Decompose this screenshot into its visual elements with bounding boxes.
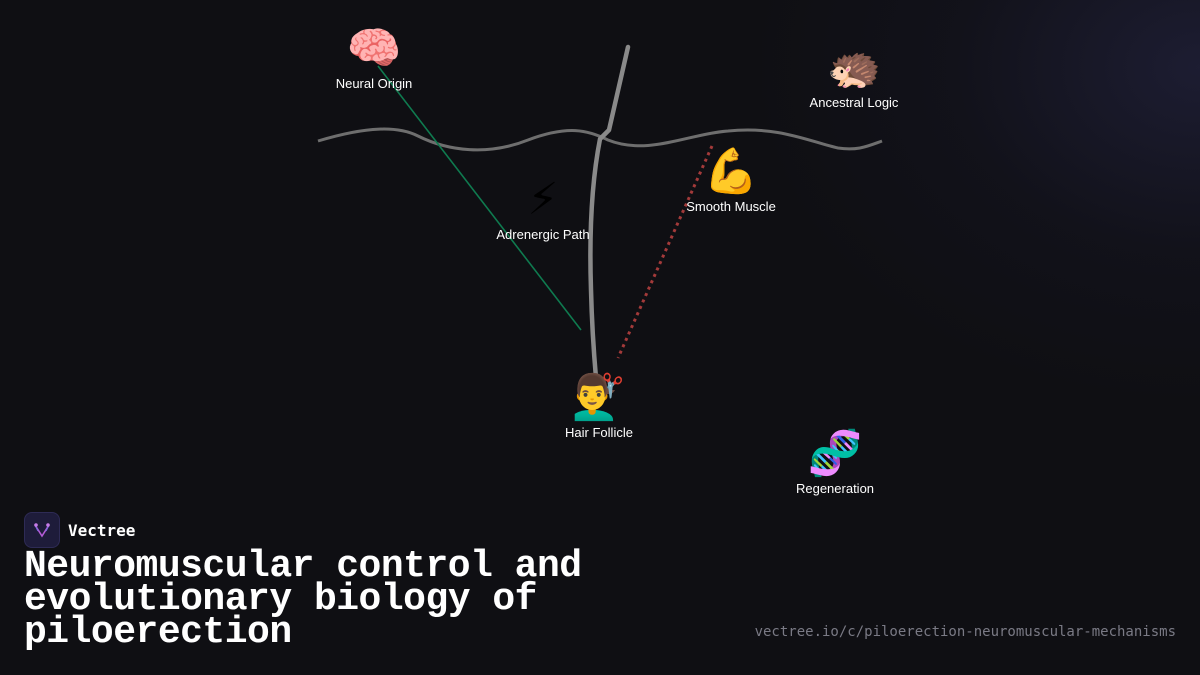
node-label: Neural Origin bbox=[335, 76, 413, 91]
source-url[interactable]: vectree.io/c/piloerection-neuromuscular-… bbox=[754, 624, 1176, 640]
node-label: Hair Follicle bbox=[565, 425, 633, 440]
node-label: Adrenergic Path bbox=[496, 227, 590, 242]
hedgehog-icon: 🦔 bbox=[826, 42, 882, 93]
node-adrenergic-path[interactable]: ⚡ Adrenergic Path bbox=[496, 174, 590, 243]
node-label: Ancestral Logic bbox=[809, 95, 899, 110]
node-label: Smooth Muscle bbox=[686, 199, 776, 214]
brain-icon: 🧠 bbox=[346, 23, 402, 74]
skin-surface-line bbox=[317, 127, 883, 152]
page-title: Neuromuscular control and evolutionary b… bbox=[24, 545, 582, 654]
brand-name: Vectree bbox=[68, 520, 136, 540]
node-label: Regeneration bbox=[795, 481, 875, 496]
node-neural-origin[interactable]: 🧠 Neural Origin bbox=[335, 23, 413, 92]
vectree-logo-icon bbox=[24, 512, 60, 548]
node-hair-follicle[interactable]: 💇‍♂️ Hair Follicle bbox=[565, 372, 633, 441]
flexed-bicep-icon: 💪 bbox=[703, 146, 759, 197]
nerve-connection-line bbox=[377, 65, 582, 331]
hair-shaft bbox=[588, 44, 631, 381]
node-smooth-muscle[interactable]: 💪 Smooth Muscle bbox=[686, 146, 776, 215]
node-regeneration[interactable]: 🧬 Regeneration bbox=[795, 428, 875, 497]
brand[interactable]: Vectree bbox=[24, 512, 135, 548]
lightning-icon: ⚡ bbox=[527, 174, 559, 225]
dna-icon: 🧬 bbox=[807, 428, 863, 479]
node-ancestral-logic[interactable]: 🦔 Ancestral Logic bbox=[809, 42, 899, 111]
haircut-person-icon: 💇‍♂️ bbox=[571, 372, 627, 423]
